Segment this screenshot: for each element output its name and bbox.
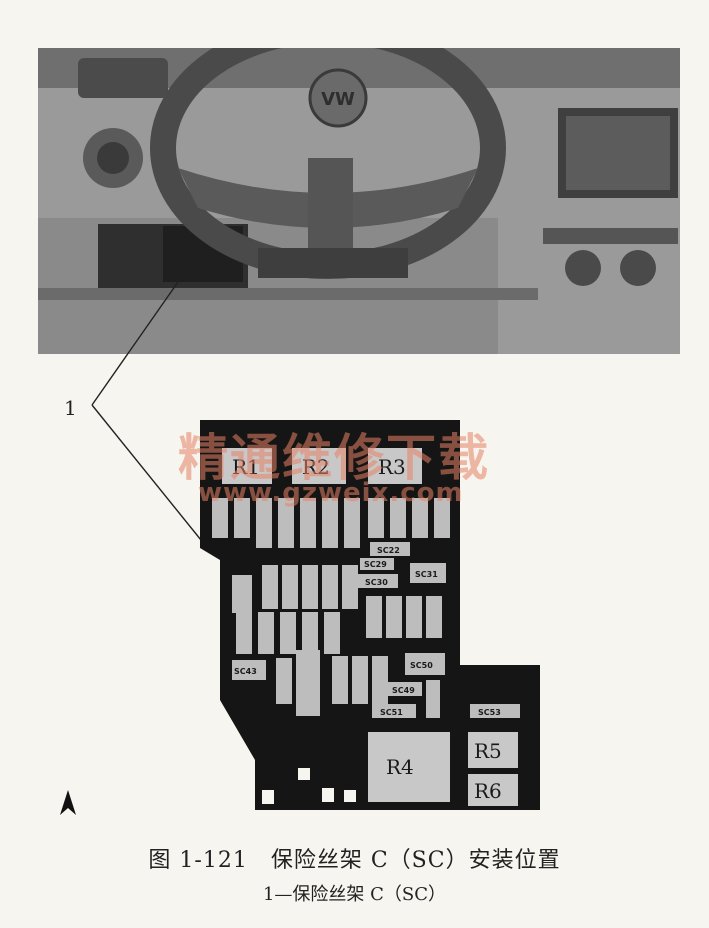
fuse-sc51 [372, 704, 416, 718]
relay-r5-label: R5 [474, 739, 502, 763]
fuse-sc50 [405, 653, 445, 675]
fuse-box-c: R1 R2 R3 [200, 420, 540, 810]
orientation-arrow-icon [60, 790, 76, 815]
relay-r2 [292, 448, 346, 484]
vw-logo: VW [321, 89, 355, 110]
watermark-text: 精通维修下载 [178, 428, 490, 487]
fuse-sc50-label: SC50 [410, 661, 433, 670]
dashboard-photo: VW [38, 48, 680, 354]
callout-label: 1 [64, 396, 77, 420]
callout-leader-1 [91, 281, 179, 406]
fuse-sc22-label: SC22 [377, 546, 400, 555]
relay-r4 [368, 732, 450, 802]
fuse-sc43-label: SC43 [234, 667, 257, 676]
fuse-sc51-label: SC51 [380, 708, 403, 717]
relay-r1 [222, 448, 272, 484]
figure-subcaption: 1—保险丝架 C（SC） [262, 884, 447, 905]
fuse-sc29-label: SC29 [364, 560, 387, 569]
fuse-sc49 [388, 682, 422, 696]
relay-r3-label: R3 [378, 455, 406, 479]
fuse-sc53-label: SC53 [478, 708, 501, 717]
relay-r5 [468, 732, 518, 768]
relay-r1-label: R1 [232, 455, 260, 479]
fuse-sc49-label: SC49 [392, 686, 415, 695]
callout-leader-2 [91, 404, 206, 546]
watermark-url: www.gzweix.com [198, 478, 464, 508]
fuse-sc29 [360, 558, 394, 570]
relay-r6-label: R6 [474, 779, 502, 803]
fuse-sc22 [370, 542, 410, 556]
relay-r2-label: R2 [302, 455, 330, 479]
figure-caption: 图 1-121 保险丝架 C（SC）安装位置 [148, 848, 561, 873]
fuse-sc30 [358, 574, 398, 588]
fuse-sc53 [470, 704, 520, 718]
relay-r6 [468, 774, 518, 806]
relay-r3 [368, 448, 422, 484]
relay-r4-label: R4 [386, 755, 414, 779]
fuse-sc31-label: SC31 [415, 570, 438, 579]
fuse-sc31 [410, 563, 446, 583]
fuse-sc30-label: SC30 [365, 578, 388, 587]
